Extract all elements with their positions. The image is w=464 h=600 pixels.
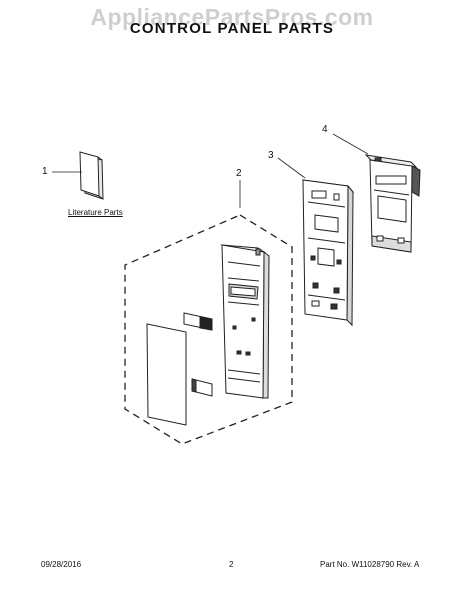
callout-1: 1: [42, 166, 48, 177]
literature-parts-label: Literature Parts: [68, 208, 123, 217]
leader-line-4: [332, 133, 369, 155]
callout-4: 4: [322, 124, 328, 135]
control-panel-front: [220, 244, 270, 399]
control-tab-small: [191, 378, 213, 397]
keypad-overlay: [146, 323, 187, 426]
literature-booklet: [79, 151, 104, 200]
callout-2: 2: [236, 168, 242, 179]
page-title: CONTROL PANEL PARTS: [129, 20, 335, 37]
mounting-bracket: [364, 154, 421, 253]
control-label-small: [183, 312, 213, 331]
control-panel-housing: [301, 179, 355, 327]
footer-date: 09/28/2016: [41, 560, 82, 569]
group-boundary-dashed: [124, 214, 293, 445]
footer-part-number: Part No. W11028790 Rev. A: [320, 560, 420, 569]
callout-3: 3: [268, 150, 274, 161]
watermark: AppliancePartsPros.com: [90, 4, 374, 30]
footer-page-number: 2: [229, 560, 234, 569]
leader-line-3: [277, 157, 306, 179]
